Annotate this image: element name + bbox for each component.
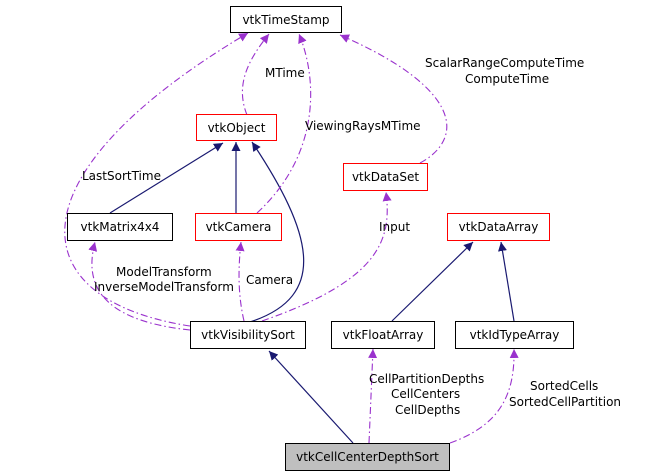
node-vtk-float-array[interactable]: vtkFloatArray bbox=[331, 321, 435, 349]
label-cell-depths: CellDepths bbox=[395, 403, 461, 417]
label-cell-partition-depths: CellPartitionDepths bbox=[369, 372, 485, 386]
edge-visibilitysort-to-matrix-transforms bbox=[88, 241, 191, 331]
label-sorted-cell-partition: SortedCellPartition bbox=[509, 395, 622, 409]
label-last-sort-time: LastSortTime bbox=[82, 169, 161, 183]
edge-floatarray-to-dataarray bbox=[391, 241, 474, 322]
edge-cellcenter-to-visibilitysort bbox=[268, 350, 354, 444]
label-mtime: MTime bbox=[265, 66, 305, 80]
node-vtk-data-array[interactable]: vtkDataArray bbox=[447, 213, 550, 241]
label-compute-time: ComputeTime bbox=[465, 72, 550, 86]
edge-visibilitysort-to-dataset-input bbox=[261, 191, 392, 322]
label-viewing-rays-mtime: ViewingRaysMTime bbox=[305, 119, 421, 133]
edge-dataset-to-timestamp-computetime bbox=[339, 34, 448, 164]
label-sorted-cells: SortedCells bbox=[530, 379, 599, 393]
label-scalar-range-compute-time: ScalarRangeComputeTime bbox=[425, 56, 585, 70]
edge-visibilitysort-to-timestamp-lastsorttime bbox=[64, 32, 249, 327]
node-vtk-camera[interactable]: vtkCamera bbox=[195, 213, 282, 241]
label-input: Input bbox=[379, 220, 411, 234]
edge-cellcenter-to-floatarray bbox=[368, 348, 378, 444]
label-camera: Camera bbox=[246, 273, 294, 287]
label-cell-centers: CellCenters bbox=[391, 387, 461, 401]
node-vtk-data-set[interactable]: vtkDataSet bbox=[343, 163, 428, 191]
node-vtk-id-type-array[interactable]: vtkIdTypeArray bbox=[455, 321, 574, 349]
edge-visibilitysort-to-object bbox=[249, 141, 305, 323]
node-vtk-time-stamp[interactable]: vtkTimeStamp bbox=[230, 6, 342, 33]
edge-visibilitysort-to-camera bbox=[235, 241, 245, 322]
node-vtk-cell-center-depth-sort[interactable]: vtkCellCenterDepthSort bbox=[285, 443, 450, 471]
edge-object-to-timestamp-mtime bbox=[241, 33, 270, 116]
node-vtk-matrix-4x4[interactable]: vtkMatrix4x4 bbox=[67, 213, 173, 241]
label-model-transform: ModelTransform bbox=[116, 265, 212, 279]
node-vtk-object[interactable]: vtkObject bbox=[196, 114, 277, 141]
edge-idtypearray-to-dataarray bbox=[498, 241, 515, 322]
edge-cellcenter-to-idtypearray bbox=[449, 348, 519, 444]
edge-matrix-to-object bbox=[109, 142, 224, 214]
label-inverse-model-transform: InverseModelTransform bbox=[94, 280, 234, 294]
edge-camera-to-timestamp-viewingrays bbox=[256, 33, 312, 214]
node-vtk-visibility-sort[interactable]: vtkVisibilitySort bbox=[190, 321, 306, 349]
